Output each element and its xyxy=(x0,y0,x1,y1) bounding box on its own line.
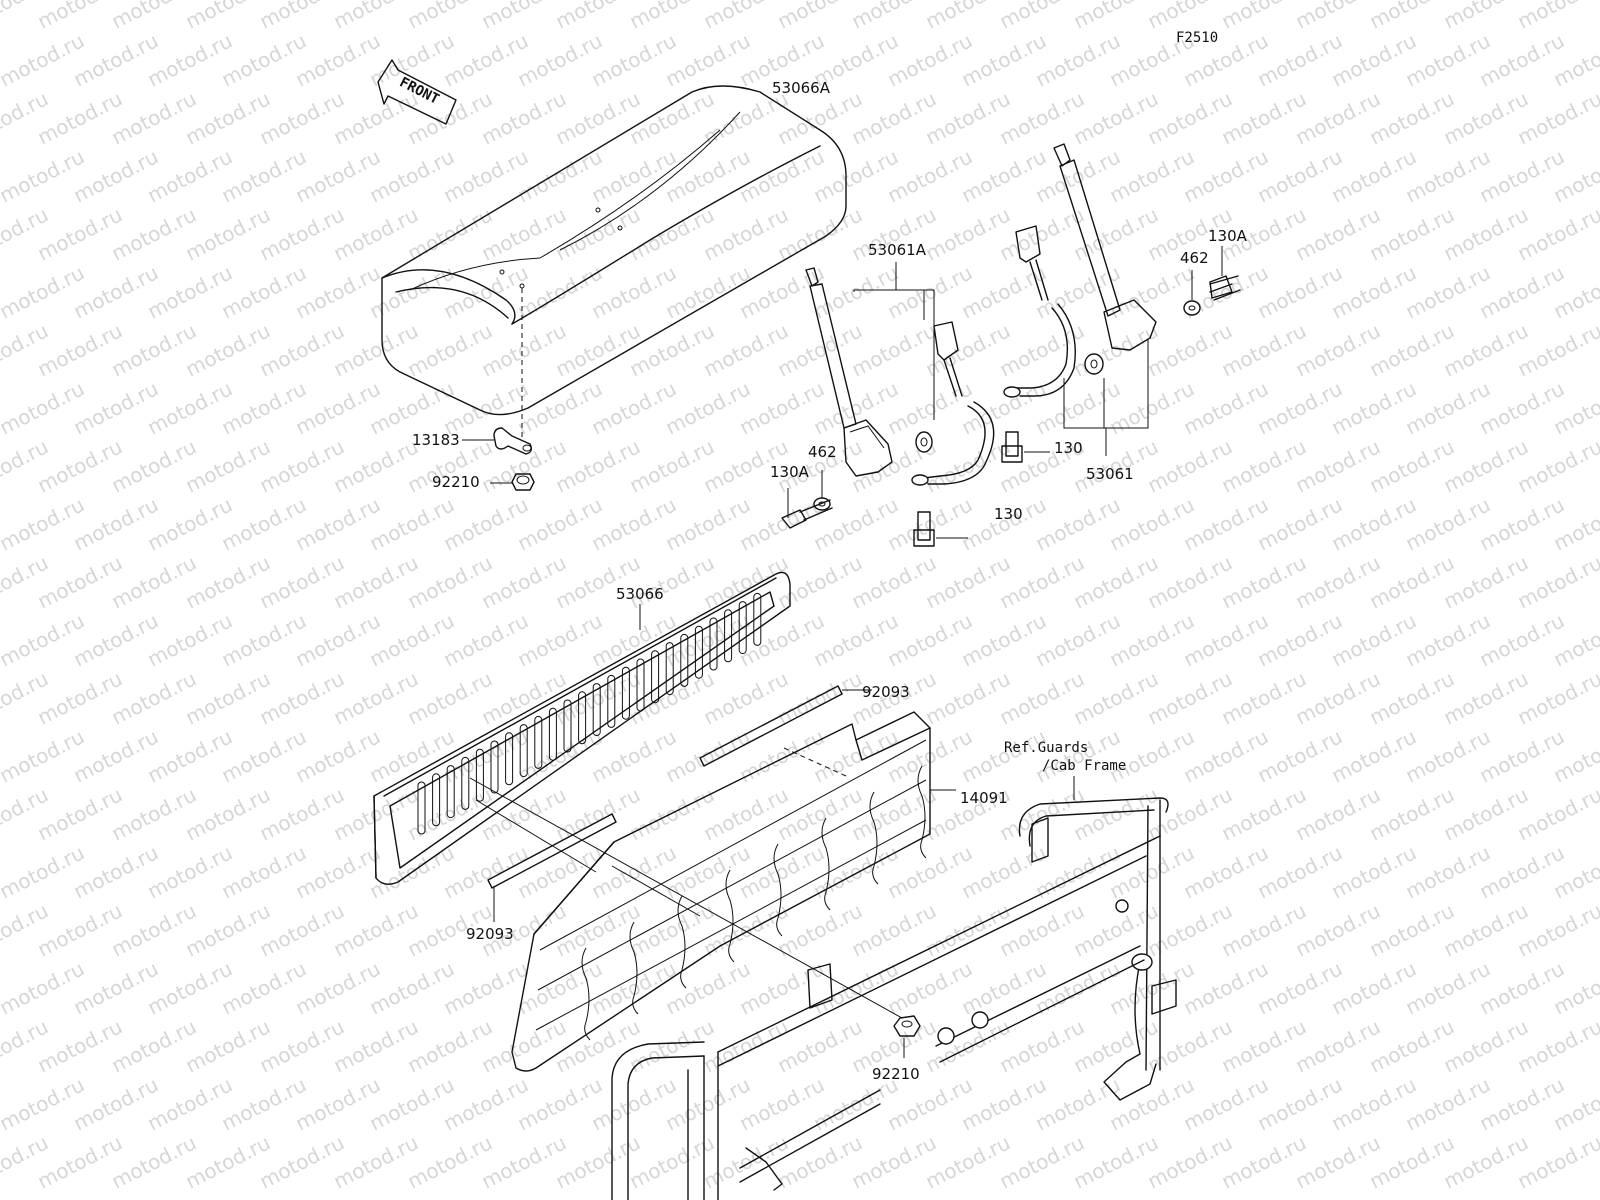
panel-rib xyxy=(917,765,927,859)
panel-14091 xyxy=(511,711,956,1072)
seat-back-slot xyxy=(636,658,645,712)
cab-frame xyxy=(611,776,1177,1200)
seat-back-slot xyxy=(490,740,499,794)
label-92093-top: 92093 xyxy=(862,683,910,701)
panel-rib xyxy=(677,895,687,989)
strip-92093-bottom xyxy=(487,813,617,922)
strip-92093-top xyxy=(699,685,872,767)
ref-note-line2: /Cab Frame xyxy=(1042,758,1127,774)
label-14091: 14091 xyxy=(960,789,1008,807)
seat-back-slot xyxy=(446,765,455,819)
bolt-130A-right xyxy=(1209,246,1241,301)
bolt-130-right xyxy=(1001,431,1050,463)
figure-code: F2510 xyxy=(1176,30,1219,46)
seat-belt-right xyxy=(1003,143,1157,456)
bolt-130-mid xyxy=(913,511,968,547)
seat-back-slot xyxy=(548,707,557,761)
seat-back-slot xyxy=(563,699,572,753)
panel-rib xyxy=(821,817,831,911)
label-92210-top: 92210 xyxy=(432,473,480,491)
seat-back-slats xyxy=(417,592,762,835)
seat-back-slot xyxy=(432,773,441,827)
seat-back-53066 xyxy=(373,571,791,885)
seat-back-slot xyxy=(665,642,674,696)
nut-92210-bottom xyxy=(893,1015,921,1058)
seat-back-slot xyxy=(475,748,484,802)
washer-462-left xyxy=(813,470,831,511)
label-13183: 13183 xyxy=(412,431,460,449)
label-130A-left: 130A xyxy=(770,463,809,481)
panel-rib xyxy=(869,791,879,885)
seat-back-slot xyxy=(694,625,703,679)
label-462-left: 462 xyxy=(808,443,837,461)
seat-back-slot xyxy=(651,650,660,704)
seat-back-slot xyxy=(680,633,689,687)
seat-back-slot xyxy=(621,666,630,720)
washer-462-right xyxy=(1183,270,1201,316)
panel-ribs xyxy=(581,765,927,1041)
seat-back-slot xyxy=(709,617,718,671)
label-53066A: 53066A xyxy=(772,79,830,97)
label-92093-bottom: 92093 xyxy=(466,925,514,943)
label-53061: 53061 xyxy=(1086,465,1134,483)
seat-back-slot xyxy=(461,756,470,810)
label-130-mid: 130 xyxy=(994,505,1023,523)
panel-rib xyxy=(725,869,735,963)
seat-back-slot xyxy=(505,732,514,786)
label-130-right: 130 xyxy=(1054,439,1083,457)
label-53066: 53066 xyxy=(616,585,664,603)
label-462-right: 462 xyxy=(1180,249,1209,267)
seat-back-slot xyxy=(738,601,747,655)
seat-back-slot xyxy=(607,674,616,728)
bolt-130A-left xyxy=(781,488,833,529)
seat-back-slot xyxy=(753,592,762,646)
label-53061A: 53061A xyxy=(868,241,926,259)
seat-back-slot xyxy=(578,691,587,745)
panel-rib xyxy=(629,921,639,1015)
label-130A-right: 130A xyxy=(1208,227,1247,245)
seat-back-slot xyxy=(417,781,426,835)
seat-back-slot xyxy=(534,715,543,769)
seat-back-slot xyxy=(592,683,601,737)
seat-belt-left xyxy=(805,262,995,486)
panel-rib xyxy=(773,843,783,937)
clamp-13183 xyxy=(462,427,533,455)
seat-back-slot xyxy=(519,724,528,778)
seat-cushion xyxy=(381,85,847,416)
front-arrow-icon: FRONT xyxy=(377,59,457,125)
nut-92210-top xyxy=(490,473,535,491)
ref-note-line1: Ref.Guards xyxy=(1004,740,1089,756)
label-92210-bottom: 92210 xyxy=(872,1065,920,1083)
panel-rib xyxy=(581,947,591,1041)
seat-back-slot xyxy=(724,609,733,663)
